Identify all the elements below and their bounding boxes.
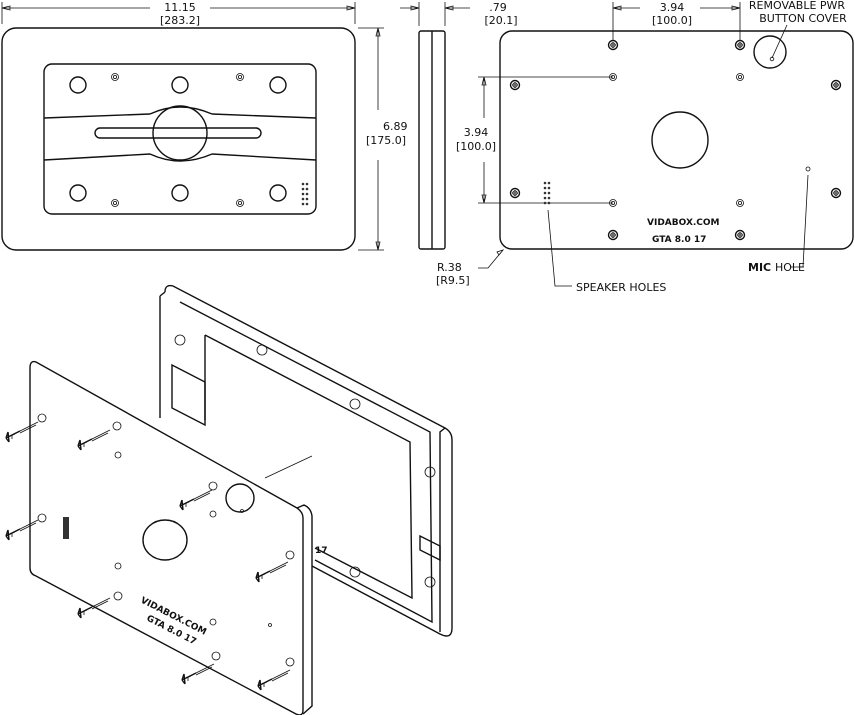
back-center-hole [651, 111, 709, 169]
front-height-in: 6.89 [383, 120, 408, 133]
back-panel-outline [499, 30, 854, 250]
front-height-mm: [175.0] [366, 134, 406, 147]
mic-hole [805, 166, 811, 172]
side-depth-mm: [20.1] [484, 14, 517, 27]
mic-label-bold: MIC [748, 261, 771, 274]
vspacing-mm: [100.0] [456, 140, 496, 153]
front-panel-outline [1, 27, 356, 251]
power-button-cover [753, 35, 787, 69]
speaker-holes-label: SPEAKER HOLES [576, 281, 666, 294]
hspacing-in: 3.94 [660, 1, 685, 14]
enclosure-frame [164, 284, 453, 637]
power-cover-label-1: REMOVABLE PWR [749, 0, 846, 12]
front-width-in: 11.15 [164, 1, 196, 14]
screen-opening [43, 63, 317, 215]
front-width-mm: [283.2] [160, 14, 200, 27]
adjust-slot [94, 127, 262, 139]
power-cover-label-2: BUTTON COVER [759, 12, 847, 25]
vspacing-in: 3.94 [464, 126, 489, 139]
back-plate [29, 360, 304, 715]
side-view: .79 [20.1] [400, 1, 518, 250]
hspacing-mm: [100.0] [652, 14, 692, 27]
exploded-view: VIDABOX.COM GTA 8.0 17 17 [5, 284, 453, 715]
radius-mm: [R9.5] [436, 274, 470, 287]
front-view: 11.15 [283.2] 6.89 [175.0] [1, 1, 408, 251]
back-model: GTA 8.0 17 [652, 235, 706, 245]
iso-edge-mark: 17 [315, 546, 328, 556]
mic-label-rest: HOLE [775, 261, 805, 274]
center-hole [152, 105, 208, 161]
back-view: 3.94 [100.0] REMOVABLE PWR BUTTON COVER … [436, 0, 854, 294]
back-brand: VIDABOX.COM [647, 218, 720, 228]
side-depth-in: .79 [489, 1, 507, 14]
radius-in: R.38 [437, 261, 462, 274]
